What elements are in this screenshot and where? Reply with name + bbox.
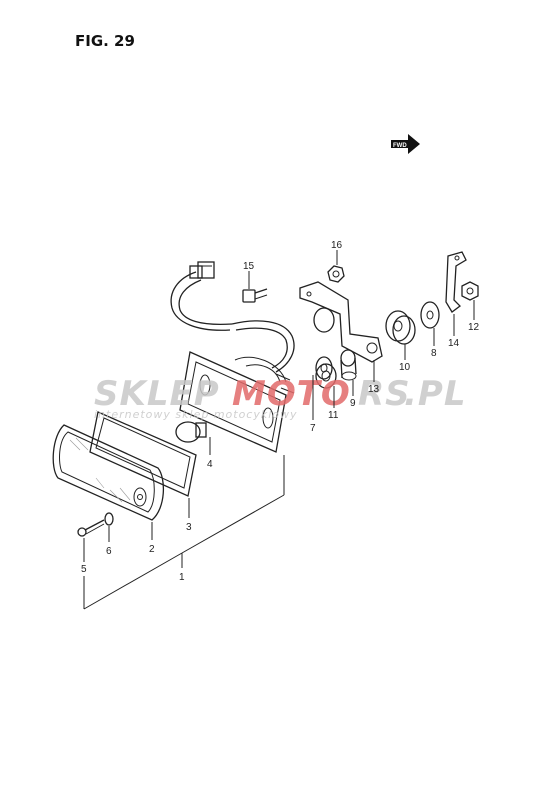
callout-8: 8 — [431, 348, 437, 359]
callout-4: 4 — [207, 459, 213, 470]
fwd-arrow-icon: FWD — [391, 134, 420, 154]
lens — [52, 424, 164, 521]
callout-1: 1 — [179, 572, 185, 583]
watermark-tagline: internetowy sklep motocyklowy — [94, 408, 298, 421]
fwd-label: FWD — [393, 143, 407, 149]
watermark-brand-a: SKLEP — [94, 374, 220, 414]
washer-8 — [420, 301, 440, 329]
callout-labels: 1 2 3 4 5 6 7 8 9 10 11 12 13 14 15 16 — [81, 240, 480, 583]
stay-14 — [445, 251, 467, 313]
callout-13: 13 — [368, 384, 380, 395]
connector-plug — [189, 265, 203, 279]
collar-9 — [340, 349, 357, 381]
watermark: SKLEP MOTO RS .PL internetowy sklep moto… — [94, 374, 467, 421]
callout-14: 14 — [448, 338, 460, 349]
callout-6: 6 — [106, 546, 112, 557]
callout-7: 7 — [310, 423, 316, 434]
callout-9: 9 — [350, 398, 356, 409]
cushion-10 — [385, 310, 416, 345]
leader-lines — [83, 250, 475, 610]
bulb — [175, 421, 207, 443]
callout-16: 16 — [331, 240, 343, 251]
nut-16 — [327, 265, 345, 283]
callout-12: 12 — [468, 322, 480, 333]
nut-12 — [461, 281, 479, 301]
callout-2: 2 — [149, 544, 155, 555]
watermark-domain: .PL — [404, 374, 467, 414]
washer-small — [104, 512, 114, 526]
callout-5: 5 — [81, 564, 87, 575]
bolt-15 — [242, 288, 268, 303]
callout-15: 15 — [243, 261, 255, 272]
grommet-11 — [315, 363, 337, 389]
wiring-harness — [170, 261, 295, 373]
mounting-bracket — [299, 281, 383, 363]
figure-title: FIG. 29 — [75, 32, 135, 50]
watermark-brand-c: RS — [358, 374, 411, 414]
callout-3: 3 — [186, 522, 192, 533]
watermark-brand-b: MOTO — [232, 374, 351, 414]
callout-10: 10 — [399, 362, 411, 373]
screw — [77, 519, 105, 537]
callout-11: 11 — [328, 410, 339, 421]
lamp-housing — [179, 351, 295, 453]
